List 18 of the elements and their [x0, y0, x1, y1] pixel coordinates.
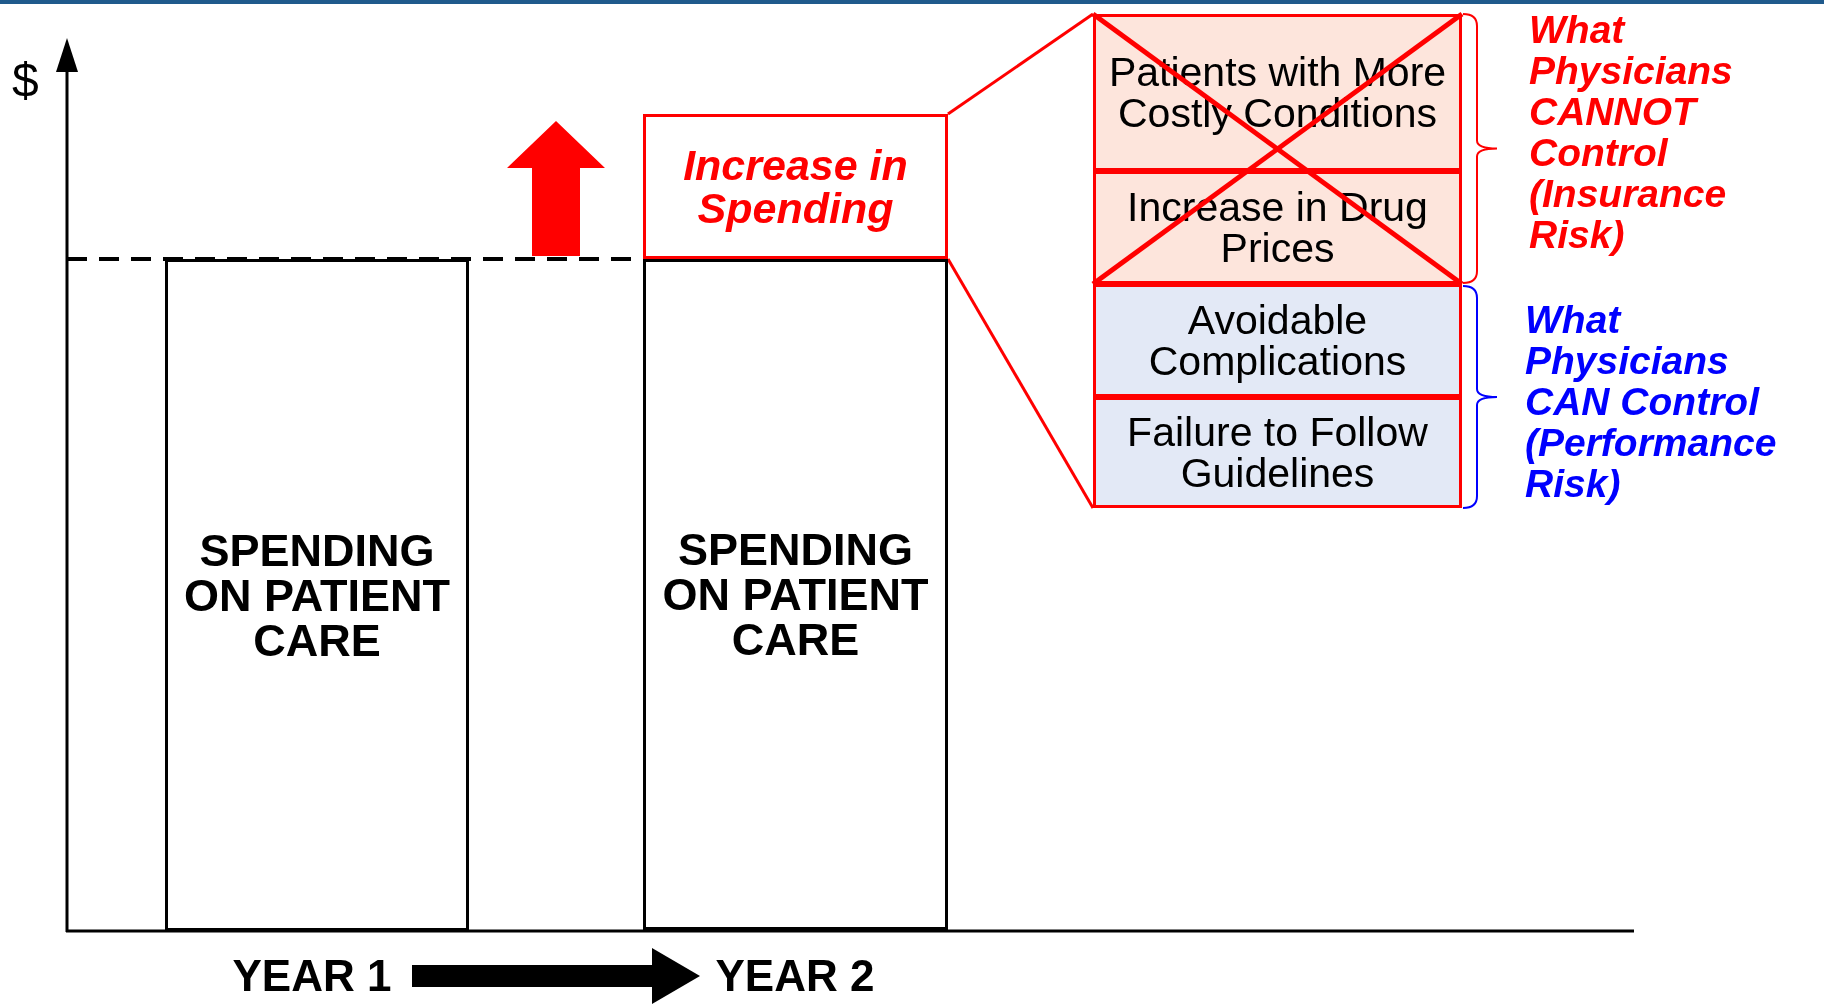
box-label: Avoidable Complications	[1147, 299, 1408, 382]
bar-label: SPENDING ON PATIENT CARE	[183, 527, 451, 663]
box-label: Failure to Follow Guidelines	[1126, 411, 1429, 494]
axis-label: $	[12, 56, 40, 107]
connector-line	[947, 12, 1094, 116]
year-label: YEAR 2	[715, 954, 875, 998]
year-label: YEAR 1	[232, 954, 392, 998]
box-label: Increase in Spending	[682, 143, 909, 230]
increase-box	[643, 114, 948, 259]
cause-box	[1093, 397, 1462, 508]
spending-bar	[165, 259, 469, 931]
bar-label: SPENDING ON PATIENT CARE	[661, 527, 930, 662]
cause-box	[1093, 284, 1462, 397]
connector-line	[946, 258, 1095, 509]
bracket-label: What Physicians CAN Control (Performance Risk)	[1525, 300, 1778, 505]
bracket-label: What Physicians CANNOT Control (Insurance Risk)	[1529, 10, 1734, 256]
spending-bar	[643, 259, 948, 930]
arrow	[412, 948, 700, 1004]
